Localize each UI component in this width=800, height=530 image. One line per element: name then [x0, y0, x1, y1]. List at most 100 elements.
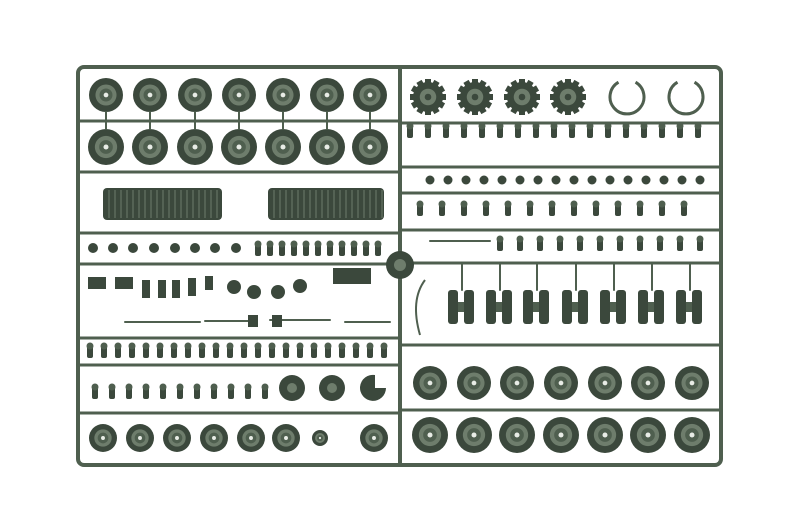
wheel-axle-hole — [514, 380, 520, 386]
wheel-axle-hole — [147, 144, 153, 150]
small-part-head — [614, 200, 622, 208]
small-part-head — [568, 122, 576, 130]
small-part-head — [550, 122, 558, 130]
small-part-head — [156, 342, 164, 350]
small-part-head — [586, 122, 594, 130]
small-part-head — [314, 240, 322, 248]
small-part-head — [193, 383, 201, 391]
wheel-axle-hole — [138, 436, 142, 440]
small-part-head — [696, 235, 704, 243]
small-part-head — [142, 342, 150, 350]
small-part-head — [676, 235, 684, 243]
wheel-axle-hole — [192, 144, 198, 150]
small-part-head — [694, 122, 702, 130]
wheel-axle-hole — [427, 432, 433, 438]
track-link — [523, 290, 533, 324]
small-wheel — [695, 175, 705, 185]
small-wheel — [677, 175, 687, 185]
sprocket-center — [471, 93, 479, 101]
bracket-part — [88, 277, 106, 289]
bracket-part — [115, 277, 133, 289]
small-part-head — [366, 342, 374, 350]
track-link — [692, 290, 702, 324]
track-link — [616, 290, 626, 324]
wheel-axle-hole — [471, 432, 477, 438]
wheel-axle-hole — [602, 432, 608, 438]
rod-end — [248, 315, 258, 327]
track-link-bridge — [686, 302, 692, 312]
small-wheel — [128, 243, 138, 253]
small-part-head — [352, 342, 360, 350]
small-wheel — [515, 175, 525, 185]
small-part-head — [338, 240, 346, 248]
bracket-part — [158, 280, 166, 298]
track-link — [539, 290, 549, 324]
rod-end — [272, 315, 282, 327]
wheel-axle-hole — [558, 380, 564, 386]
small-part-head — [424, 122, 432, 130]
wheel-axle-hole — [689, 380, 695, 386]
small-part-head — [526, 200, 534, 208]
small-part-head — [302, 240, 310, 248]
small-part-head — [266, 240, 274, 248]
track-link — [578, 290, 588, 324]
small-part-head — [438, 200, 446, 208]
track-link — [638, 290, 648, 324]
small-part-head — [380, 342, 388, 350]
small-wheel — [587, 175, 597, 185]
track-ring — [667, 80, 705, 116]
wheel-axle-hole — [558, 432, 564, 438]
bracket-part — [205, 276, 213, 290]
wheel-axle-hole — [175, 436, 179, 440]
small-part-head — [210, 383, 218, 391]
small-part-head — [374, 240, 382, 248]
track-link-bridge — [533, 302, 539, 312]
small-part-head — [125, 383, 133, 391]
track-link-bridge — [496, 302, 502, 312]
small-part-head — [91, 383, 99, 391]
small-part-head — [570, 200, 578, 208]
small-part-head — [176, 383, 184, 391]
small-part-head — [460, 122, 468, 130]
small-part-head — [261, 383, 269, 391]
small-part-head — [100, 342, 108, 350]
small-part-head — [622, 122, 630, 130]
small-wheel — [533, 175, 543, 185]
wheel-axle-hole — [427, 380, 433, 386]
small-part-head — [310, 342, 318, 350]
label-tab — [333, 268, 371, 284]
wheel-axle-hole — [236, 92, 242, 98]
small-part-head — [278, 240, 286, 248]
wheel-axle-hole — [284, 436, 288, 440]
small-part-head — [536, 235, 544, 243]
small-part-head — [604, 122, 612, 130]
small-part-head — [548, 200, 556, 208]
small-wheel — [605, 175, 615, 185]
small-part-head — [496, 122, 504, 130]
wheel-axle-hole — [101, 436, 105, 440]
small-part-head — [240, 342, 248, 350]
small-part-head — [460, 200, 468, 208]
small-part-head — [108, 383, 116, 391]
small-part-head — [676, 122, 684, 130]
track-link-bridge — [458, 302, 464, 312]
track-link — [464, 290, 474, 324]
track-link-bridge — [610, 302, 616, 312]
track-link — [502, 290, 512, 324]
small-part-head — [516, 235, 524, 243]
small-wheel — [190, 243, 200, 253]
hub-part — [271, 285, 285, 299]
small-part-head — [282, 342, 290, 350]
wheel-axle-hole — [147, 92, 153, 98]
small-wheel — [659, 175, 669, 185]
small-part-head — [596, 235, 604, 243]
disk-hub — [327, 383, 337, 393]
wheel-axle-hole — [103, 144, 109, 150]
small-part-head — [128, 342, 136, 350]
small-part-head — [338, 342, 346, 350]
wheel-axle-hole — [471, 380, 477, 386]
small-wheel — [569, 175, 579, 185]
small-part-head — [184, 342, 192, 350]
small-wheel — [425, 175, 435, 185]
small-part-head — [324, 342, 332, 350]
